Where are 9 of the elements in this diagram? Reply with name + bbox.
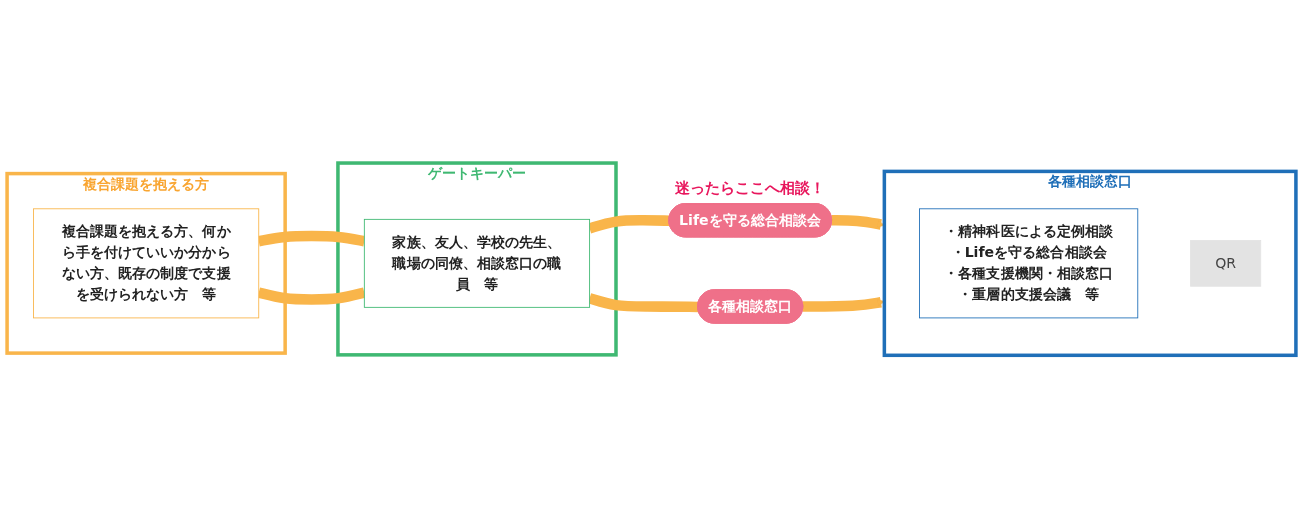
connector: [588, 293, 699, 312]
node-box: ・精神科医による定例相談 ・Lifeを守る総合相談会 ・各種支援機関・相談窓口 ・重層的支援会議 等: [919, 208, 1139, 319]
node-box: QR: [1190, 239, 1262, 287]
callout-text: 迷ったらここへ相談！: [675, 179, 826, 199]
connector: [257, 287, 366, 305]
node-box: 家族、友人、学校の先生、職場の同僚、相談窓口の職員 等: [363, 218, 591, 308]
connector: [257, 230, 366, 247]
node-box: 複合課題を抱える方、何から手を付けていいか分からない方、既存の制度で支援を受けられない方 等: [33, 208, 260, 319]
connector: [588, 214, 671, 234]
